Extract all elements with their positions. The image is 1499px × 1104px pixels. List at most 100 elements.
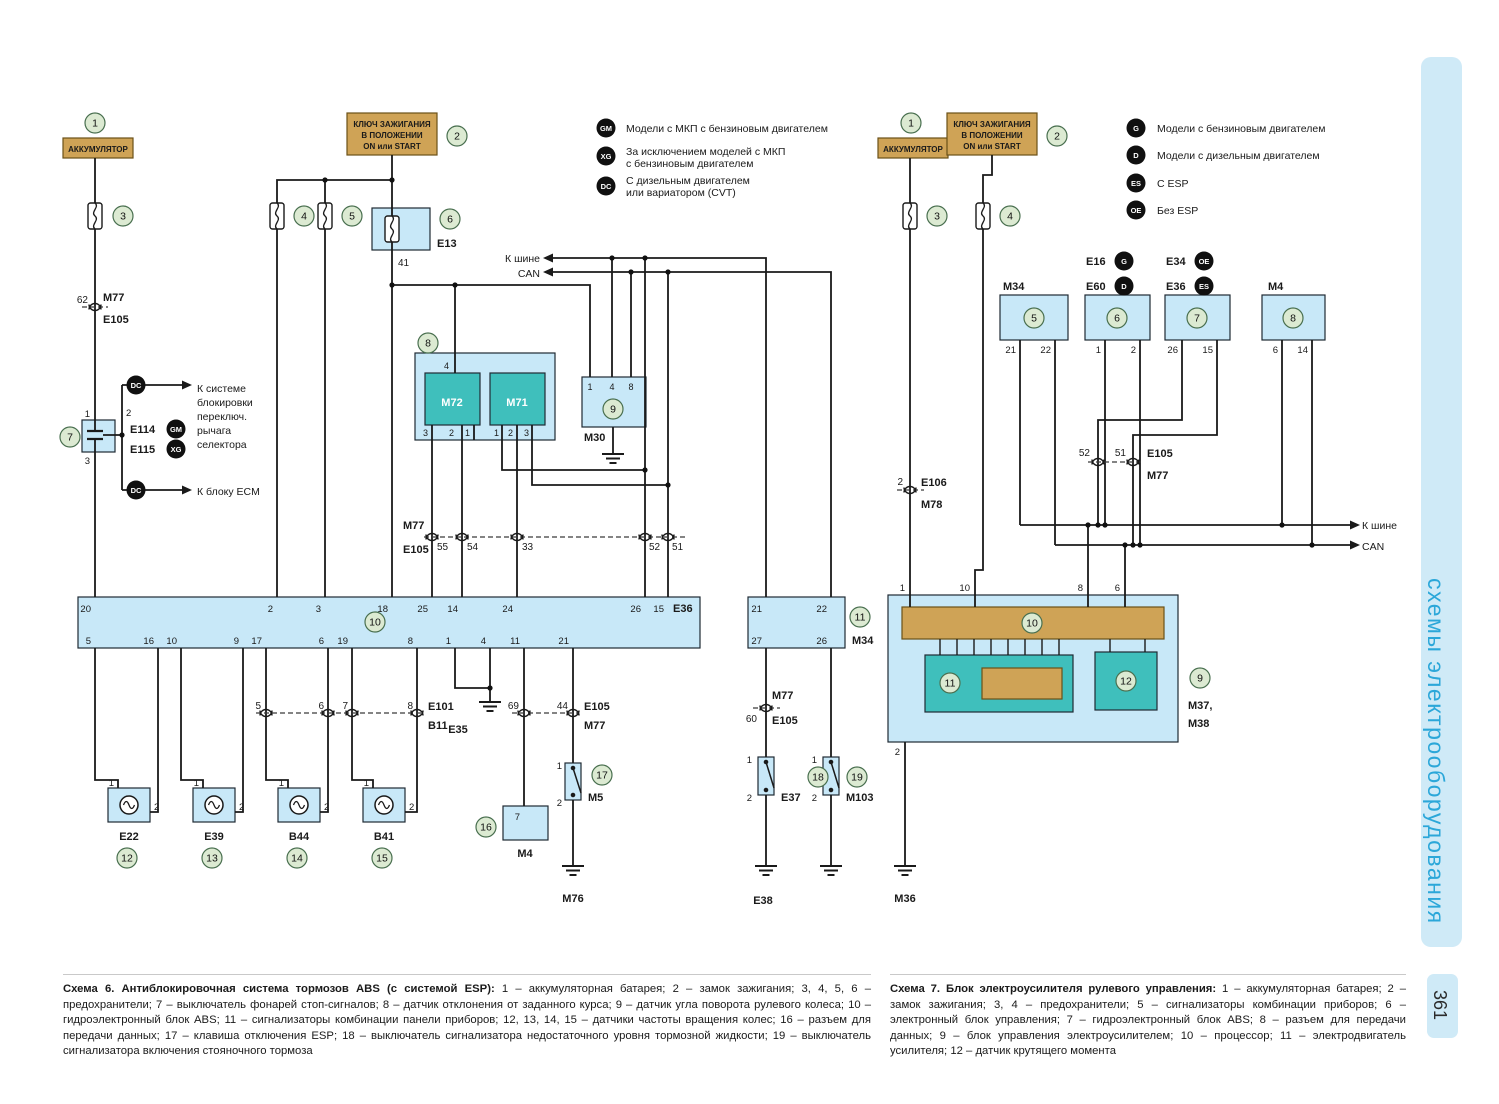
- stoplight-switch-box: [81, 419, 116, 453]
- ignition-switch-box: [946, 112, 1038, 156]
- component-id: B41: [374, 831, 394, 843]
- component-id: E115: [130, 444, 155, 456]
- pin-number: 2: [895, 747, 900, 758]
- abs-unit-box: [77, 596, 701, 649]
- pin-number: 5: [86, 636, 91, 647]
- motor-core-box: [981, 667, 1063, 700]
- badge-ES: ES: [1126, 173, 1146, 193]
- switch-lever-icon: [765, 761, 775, 789]
- battery-label: АККУМУЛЯТОР: [883, 145, 943, 154]
- pin-number: 1: [279, 778, 284, 789]
- ground-icon: [893, 865, 917, 876]
- component-id: E16: [1086, 256, 1106, 268]
- callout-4: 4: [293, 205, 315, 227]
- pin-number: 52: [649, 542, 661, 553]
- svg-text:7: 7: [67, 432, 73, 444]
- pin-number: 1: [109, 778, 114, 789]
- component-id: M4: [1268, 281, 1284, 293]
- pin-number: 6: [1115, 583, 1120, 594]
- ground-icon: [561, 865, 585, 876]
- pin-number: 62: [77, 295, 89, 306]
- svg-text:D: D: [1133, 151, 1139, 160]
- badge-G: G: [1126, 118, 1146, 138]
- connector-id: E105: [1147, 448, 1173, 460]
- badge-GM: GM: [166, 419, 186, 439]
- pin-number: 10: [166, 636, 177, 647]
- svg-text:ES: ES: [1131, 179, 1141, 188]
- pin-number: 18: [377, 604, 388, 615]
- fuse-icon: [269, 202, 285, 230]
- pin-number: 1: [494, 428, 499, 438]
- pin-number: 21: [1005, 345, 1016, 356]
- pin-number: 1: [900, 583, 905, 594]
- pin-number: 9: [234, 636, 239, 647]
- connector-id: M77: [103, 292, 124, 304]
- schema7-caption: Схема 7. Блок электроусилителя рулевого …: [890, 982, 1406, 1060]
- pin-number: 2: [239, 802, 244, 813]
- ground-id: E38: [753, 895, 773, 907]
- pin-number: 15: [1202, 345, 1213, 356]
- callout-11: 11: [849, 606, 871, 628]
- svg-text:6: 6: [1114, 313, 1120, 325]
- pin-number: 26: [816, 636, 827, 647]
- svg-text:1: 1: [92, 118, 98, 130]
- note-text: блокировки: [197, 397, 253, 409]
- svg-text:3: 3: [934, 211, 940, 223]
- pin-number: 1: [446, 636, 451, 647]
- ground-icon: [754, 865, 778, 876]
- fuse-icon: [902, 202, 918, 230]
- component-id: M71: [506, 397, 527, 409]
- pin-number: 55: [437, 542, 449, 553]
- badge-DC: DC: [596, 176, 616, 196]
- pin-number: 2: [897, 477, 903, 488]
- badge-G: G: [1114, 251, 1134, 271]
- svg-text:XG: XG: [171, 445, 182, 454]
- pin-number: 1: [194, 778, 199, 789]
- component-id: M37,: [1188, 700, 1212, 712]
- svg-text:3: 3: [120, 211, 126, 223]
- callout-6: 6: [439, 208, 461, 230]
- svg-text:XG: XG: [601, 152, 612, 161]
- callout-1: 1: [84, 112, 106, 134]
- pin-number: 2: [812, 793, 817, 804]
- pin-number: 8: [1078, 583, 1083, 594]
- arrow-right-icon: [1350, 520, 1360, 530]
- connector-id: M77: [1147, 470, 1168, 482]
- arrow-right-icon: [182, 380, 192, 390]
- pin-number: 22: [816, 604, 827, 615]
- badge-D: D: [1126, 145, 1146, 165]
- svg-text:7: 7: [1194, 313, 1200, 325]
- pin-number: 14: [447, 604, 458, 615]
- connector-id: M77: [584, 720, 605, 732]
- badge-OE: OE: [1126, 200, 1146, 220]
- svg-text:4: 4: [301, 211, 307, 223]
- svg-text:16: 16: [480, 822, 492, 834]
- ignition-label: В ПОЛОЖЕНИИ: [961, 131, 1023, 140]
- badge-DC: DC: [126, 375, 146, 395]
- svg-text:8: 8: [1290, 313, 1296, 325]
- junction-dots: [119, 177, 1315, 691]
- callout-10: 10: [1021, 612, 1043, 634]
- pin-number: 6: [1273, 345, 1278, 356]
- switch-lever-icon: [830, 761, 840, 789]
- pin-number: 2: [268, 604, 273, 615]
- svg-text:2: 2: [454, 131, 460, 143]
- ignition-label: ON или START: [363, 142, 421, 151]
- wheel-sensor-icon: [374, 795, 394, 815]
- pin-number: 2: [154, 802, 159, 813]
- pin-number: 44: [557, 701, 569, 712]
- connector-id: E105: [103, 314, 129, 326]
- legend-text: За исключением моделей с МКП: [626, 146, 785, 158]
- pin-number: 8: [408, 636, 413, 647]
- svg-text:12: 12: [1120, 676, 1132, 688]
- m72-box: [424, 372, 481, 426]
- callout-16: 16: [475, 816, 497, 838]
- harness-separator-lines: [82, 306, 1143, 714]
- callout-8: 8: [1282, 307, 1304, 329]
- legend-text: С ESP: [1157, 178, 1189, 190]
- note-text: рычага: [197, 425, 231, 437]
- connector-id: B11: [428, 720, 448, 732]
- ground-icon: [601, 453, 625, 464]
- svg-text:9: 9: [1197, 673, 1203, 685]
